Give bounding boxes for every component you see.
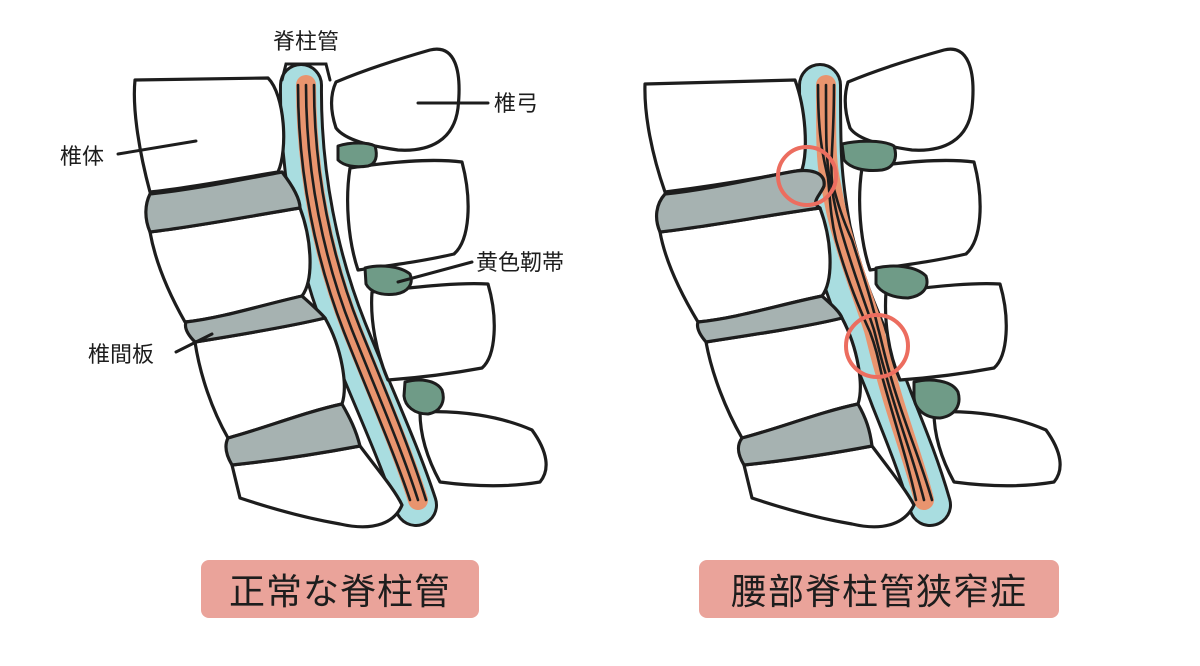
normal-ligamentum-flavum-2 [363, 264, 413, 296]
stenosis-disc-3 [736, 402, 874, 467]
normal-nerve-line-3 [312, 83, 428, 502]
stenosis-nerve-line-3 [830, 83, 934, 502]
vertebral-body-leader [116, 139, 198, 156]
ligamentum-flavum-leader [396, 260, 474, 284]
normal-disc-2 [183, 294, 327, 344]
normal-vertebral-body-1 [132, 76, 286, 194]
normal-nerve-line-2 [304, 83, 420, 502]
normal-ligamentum-flavum-3 [402, 378, 445, 416]
normal-vertebral-arch-3 [370, 282, 496, 382]
ligamentum-flavum-label: 黄色靭帯 [476, 251, 564, 276]
stenosis-disc-2 [695, 294, 844, 344]
stenosis-vertebral-arch-4 [932, 410, 1062, 488]
stenosis-ligamentum-flavum-2 [874, 264, 929, 300]
normal-canal-caption: 正常な脊柱管 [201, 560, 479, 618]
vertebral-arch-label: 椎弓 [494, 92, 538, 117]
stenosis-nerve-line-2 [824, 83, 926, 502]
normal-vertebral-arch-1 [329, 47, 461, 152]
stenosis-vertebral-arch-1 [843, 47, 975, 152]
normal-vertebral-arch-4 [418, 410, 548, 488]
stenosis-ligament-compression-circle [844, 313, 910, 379]
spinal-canal-label: 脊柱管 [273, 30, 339, 55]
stenosis-spine-illustration [643, 47, 1062, 529]
intervertebral-disc-leader [174, 332, 214, 354]
stenosis-vertebral-arch-3 [883, 282, 1008, 382]
stenosis-disc-compression-circle [776, 145, 838, 207]
stenosis-nerve-line-1 [816, 83, 918, 502]
stenosis-ligamentum-flavum-1 [840, 139, 897, 172]
stenosis-caption: 腰部脊柱管狭窄症 [699, 560, 1059, 618]
stenosis-ligamentum-flavum-3 [912, 378, 961, 420]
stenosis-vertebral-arch-2 [858, 158, 982, 272]
spinal-canal-bracket [280, 62, 332, 82]
normal-disc-3 [224, 402, 362, 467]
vertebral-body-label: 椎体 [60, 145, 104, 170]
normal-spine-illustration: 脊柱管 椎弓 椎体 黄色靭帯 椎間板 [60, 30, 564, 529]
normal-nerve-line-1 [296, 83, 412, 502]
intervertebral-disc-label: 椎間板 [88, 343, 154, 368]
stenosis-bulging-disc [654, 168, 826, 234]
normal-ligamentum-flavum-1 [336, 141, 378, 169]
normal-vertebral-arch-2 [346, 158, 470, 272]
normal-disc-1 [144, 170, 302, 234]
